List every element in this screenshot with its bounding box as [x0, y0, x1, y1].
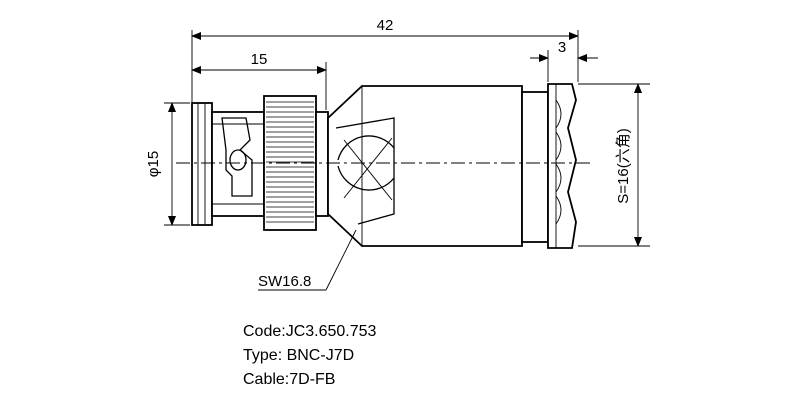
dimension-hex-size: S=16(六角) — [578, 83, 650, 247]
body-collar — [521, 91, 549, 243]
dimension-diameter-label: φ15 — [145, 151, 162, 177]
hex-cable-nut — [547, 83, 577, 249]
step-ring — [315, 111, 329, 217]
spec-cable: Cable:7D-FB — [243, 371, 335, 388]
dimension-bayonet-length-label: 15 — [251, 51, 268, 68]
leader-wrench-size: SW16.8 — [258, 229, 357, 291]
dimension-overall-length-label: 42 — [377, 17, 394, 34]
connector-outline — [176, 83, 590, 249]
dimension-hex-size-label: S=16(六角) — [615, 128, 632, 203]
dimension-nut-width-label: 3 — [558, 39, 566, 56]
dimension-diameter: φ15 — [145, 102, 190, 226]
hex-body — [327, 85, 523, 247]
dimension-bayonet-length: 15 — [191, 51, 327, 110]
spec-block: Code:JC3.650.753 Type: BNC-J7D Cable:7D-… — [243, 323, 377, 388]
spec-type: Type: BNC-J7D — [243, 347, 354, 364]
knurl-pattern — [266, 101, 314, 223]
spec-code: Code:JC3.650.753 — [243, 323, 377, 340]
dimension-nut-width: 3 — [530, 39, 598, 82]
bayonet-sleeve — [211, 111, 265, 217]
wrench-flat — [335, 117, 395, 225]
wrench-size-label: SW16.8 — [258, 273, 311, 290]
bayonet-front-ring — [191, 102, 213, 226]
